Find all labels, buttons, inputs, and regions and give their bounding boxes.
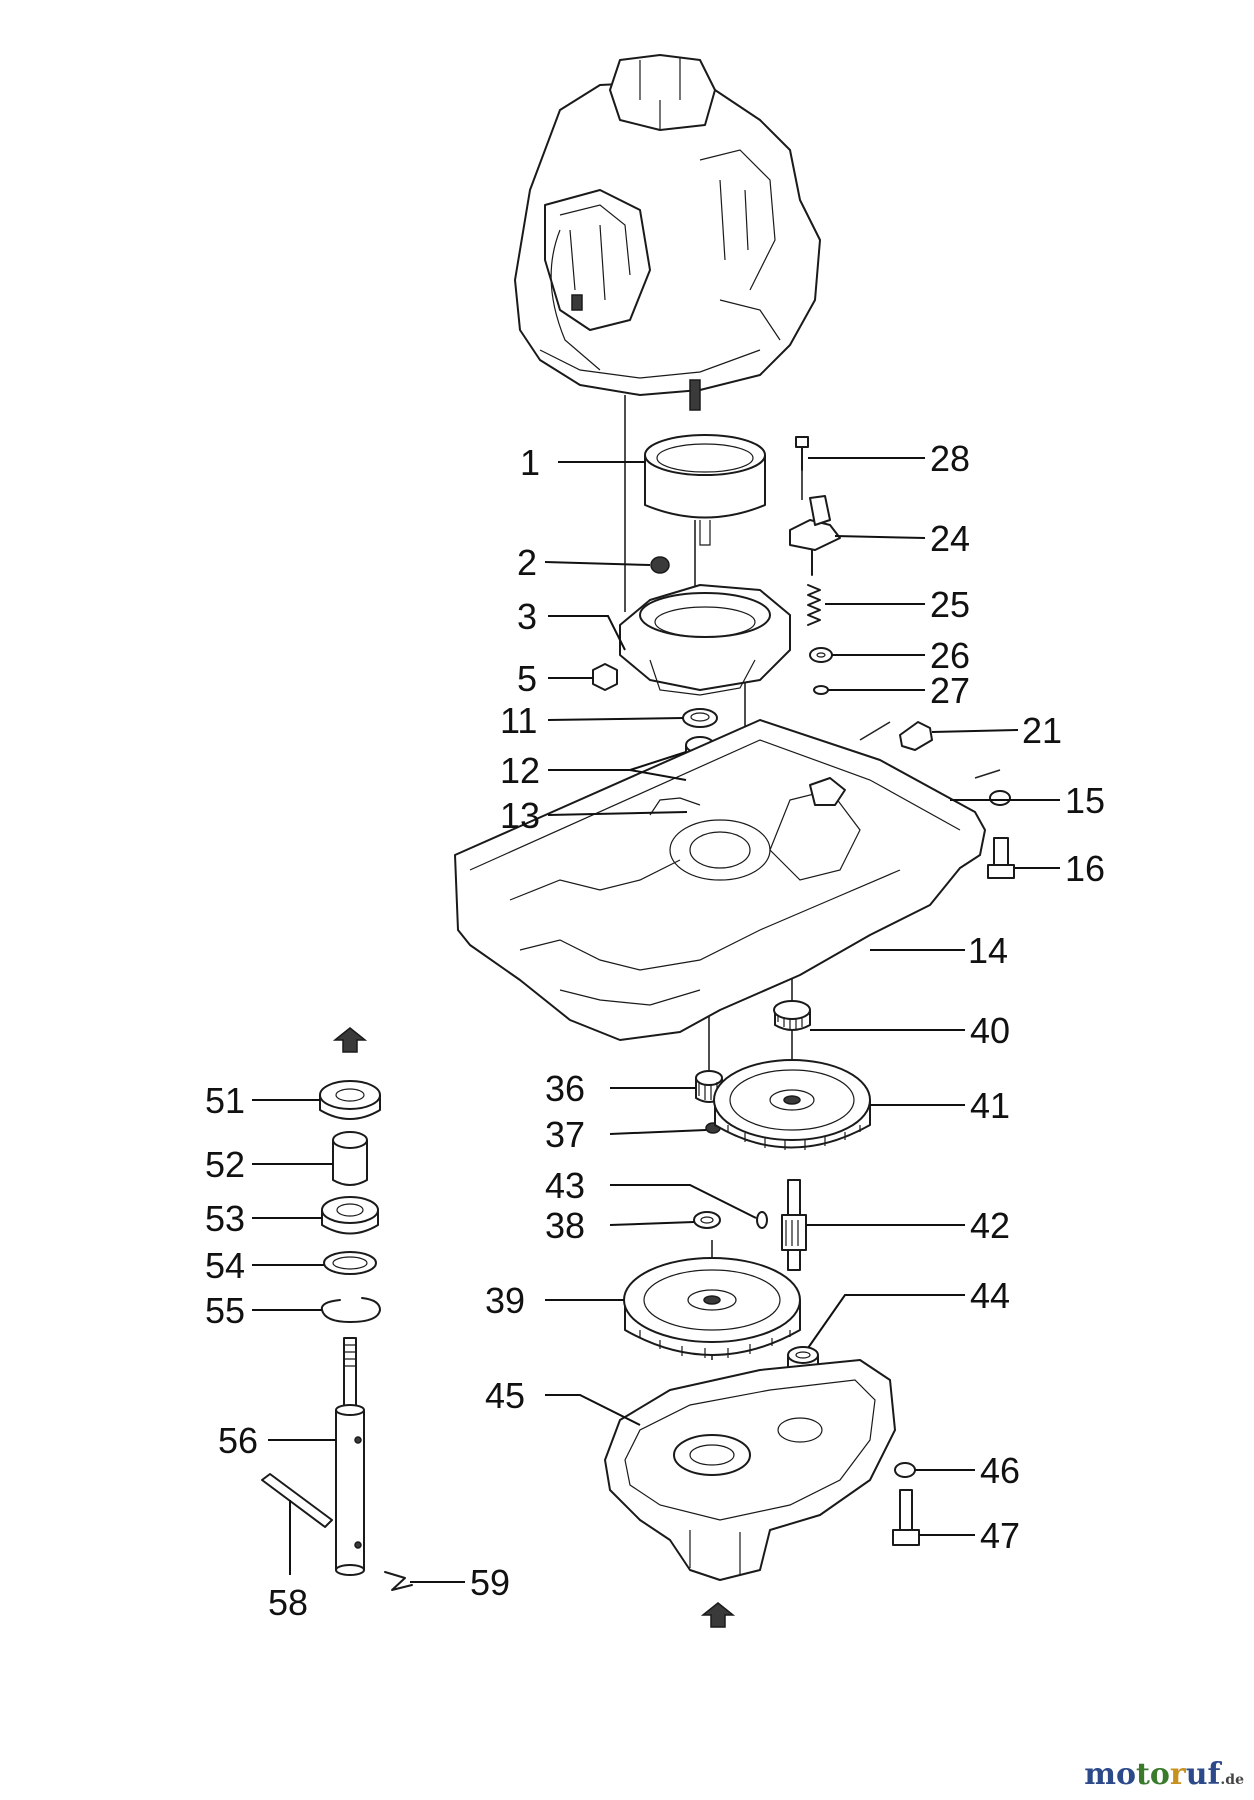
callout-40: 40 bbox=[970, 1010, 1010, 1051]
part-56-output-shaft bbox=[335, 1337, 365, 1576]
watermark-part: uf bbox=[1185, 1757, 1221, 1792]
arrow-up-icon bbox=[332, 1027, 368, 1053]
callout-3: 3 bbox=[517, 596, 537, 637]
callout-42: 42 bbox=[970, 1205, 1010, 1246]
part-52-sleeve bbox=[332, 1131, 368, 1186]
callout-1: 1 bbox=[520, 442, 540, 483]
part-55-circlip bbox=[320, 1297, 381, 1323]
callout-47: 47 bbox=[980, 1515, 1020, 1556]
part-59-cotter-pin bbox=[384, 1571, 413, 1591]
part-3-clutch-housing bbox=[619, 584, 791, 696]
part-26-washer bbox=[809, 647, 833, 663]
part-5-nut bbox=[592, 663, 618, 691]
callout-5: 5 bbox=[517, 658, 537, 699]
callout-36: 36 bbox=[545, 1068, 585, 1109]
watermark-suffix: .de bbox=[1220, 1772, 1244, 1788]
callout-12: 12 bbox=[500, 750, 540, 791]
part-54-washer bbox=[323, 1251, 377, 1275]
part-46-washer bbox=[894, 1462, 916, 1478]
part-11-seal bbox=[682, 708, 718, 728]
part-43-pin bbox=[756, 1211, 768, 1229]
part-45-gear-housing bbox=[604, 1359, 896, 1581]
callout-55: 55 bbox=[205, 1290, 245, 1331]
callout-14: 14 bbox=[968, 930, 1008, 971]
part-16-bolt bbox=[987, 837, 1015, 879]
part-47-bolt bbox=[892, 1489, 920, 1546]
part-14-base-plate bbox=[454, 719, 986, 1041]
callout-43: 43 bbox=[545, 1165, 585, 1206]
callout-21: 21 bbox=[1022, 710, 1062, 751]
callout-51: 51 bbox=[205, 1080, 245, 1121]
engine-block bbox=[514, 54, 821, 411]
callout-53: 53 bbox=[205, 1198, 245, 1239]
part-38-clip bbox=[693, 1211, 721, 1229]
callout-41: 41 bbox=[970, 1085, 1010, 1126]
watermark-part: to bbox=[1136, 1757, 1170, 1792]
callout-labels: 1 2 3 5 11 12 13 14 15 16 21 24 25 26 27… bbox=[205, 438, 1105, 1623]
callout-39: 39 bbox=[485, 1280, 525, 1321]
callout-26: 26 bbox=[930, 635, 970, 676]
callout-56: 56 bbox=[218, 1420, 258, 1461]
callout-37: 37 bbox=[545, 1114, 585, 1155]
part-28-screw bbox=[795, 436, 809, 471]
part-24-lever bbox=[789, 495, 841, 576]
callout-27: 27 bbox=[930, 670, 970, 711]
part-39-big-gear bbox=[623, 1257, 801, 1358]
callout-2: 2 bbox=[517, 542, 537, 583]
part-25-spring bbox=[807, 584, 821, 626]
callout-46: 46 bbox=[980, 1450, 1020, 1491]
arrow-up-icon bbox=[700, 1602, 736, 1628]
part-40-pinion bbox=[773, 1000, 811, 1031]
callout-16: 16 bbox=[1065, 848, 1105, 889]
part-58-pin bbox=[261, 1473, 333, 1528]
callout-25: 25 bbox=[930, 584, 970, 625]
callout-58: 58 bbox=[268, 1582, 308, 1623]
part-41-large-gear bbox=[713, 1059, 871, 1150]
callout-52: 52 bbox=[205, 1144, 245, 1185]
part-53-bearing bbox=[321, 1196, 379, 1235]
callout-38: 38 bbox=[545, 1205, 585, 1246]
callout-11: 11 bbox=[500, 700, 537, 741]
watermark-logo: motoruf.de bbox=[1084, 1757, 1244, 1792]
part-2-ball bbox=[650, 556, 670, 574]
part-51-bearing bbox=[319, 1080, 381, 1120]
part-15-washer bbox=[989, 790, 1011, 806]
part-27-clip bbox=[813, 685, 829, 695]
callout-13: 13 bbox=[500, 795, 540, 836]
callout-28: 28 bbox=[930, 438, 970, 479]
watermark-part: r bbox=[1169, 1757, 1186, 1792]
callout-45: 45 bbox=[485, 1375, 525, 1416]
callout-24: 24 bbox=[930, 518, 970, 559]
callout-44: 44 bbox=[970, 1275, 1010, 1316]
part-21-fitting bbox=[899, 721, 933, 751]
leader-lines bbox=[252, 457, 1060, 1583]
part-42-shaft bbox=[781, 1179, 807, 1271]
callout-59: 59 bbox=[470, 1562, 510, 1603]
callout-15: 15 bbox=[1065, 780, 1105, 821]
part-1-clutch-drum bbox=[644, 434, 766, 546]
watermark-part: mo bbox=[1084, 1757, 1137, 1792]
callout-54: 54 bbox=[205, 1245, 245, 1286]
